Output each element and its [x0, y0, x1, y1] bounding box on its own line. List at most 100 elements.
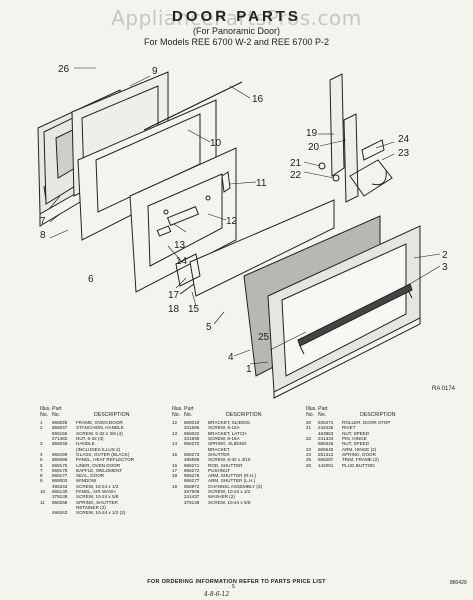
callout-2: 2 [442, 250, 448, 261]
part-description: GLASS, OUTER (BLACK) [76, 451, 130, 457]
hinge-assembly-part [318, 73, 393, 203]
part-number: 868199 [52, 451, 68, 457]
part-number: 486343 [52, 483, 68, 489]
header-illus: Illus. Part [40, 406, 62, 412]
part-description: WASHER (2) [208, 494, 235, 500]
part-number: 866130 [52, 489, 68, 495]
callout-26: 26 [58, 64, 70, 75]
callout-6: 6 [88, 274, 94, 285]
part-number: 866972 [184, 483, 200, 489]
part-description: LINER, OVEN DOOR [76, 462, 121, 468]
leader-lines [49, 67, 441, 365]
part-description: PIN, HINGE [342, 436, 367, 442]
part-description: BRACKET, LATCH [208, 430, 247, 436]
illus-number: 4 [40, 451, 43, 457]
exploded-door-diagram: 26 9 16 10 11 12 13 14 6 7 8 19 20 21 22… [37, 64, 456, 399]
part-number: 866287 [318, 457, 334, 463]
part-description: SCREW, 6-32 x 3/8 (4) [76, 430, 123, 436]
illus-number: 5 [40, 457, 43, 463]
part-number: 866640 [318, 446, 334, 452]
callout-1: 1 [246, 364, 252, 375]
header-no: No. [306, 411, 315, 418]
callout-25: 25 [258, 332, 270, 343]
part-description: NUT, SPEED [342, 441, 370, 447]
part-description: BRACKET [208, 446, 230, 452]
part-number: 242425 [318, 425, 334, 431]
part-number: 486343 [52, 510, 68, 516]
part-description: ROD, SHUTTER [208, 462, 243, 468]
part-number: 341695 [184, 425, 200, 431]
illus-number: 13 [172, 430, 178, 436]
part-number: 866271 [184, 462, 200, 468]
illus-number: 6 [40, 462, 43, 468]
illus-number: 3 [40, 441, 43, 447]
callout-24: 24 [398, 134, 410, 145]
header-description: DESCRIPTION [360, 411, 396, 418]
callout-10: 10 [210, 138, 222, 149]
part-description: SPRING, SLIDING [208, 441, 247, 447]
header-illus: Illus. Part [306, 406, 328, 412]
callout-23: 23 [398, 148, 410, 159]
illus-number: 14 [172, 441, 178, 447]
door-frame-part [267, 225, 421, 399]
illus-number: 16 [172, 462, 178, 468]
illus-number: 10 [40, 489, 46, 495]
header-no: No. [40, 411, 49, 418]
document-code: 880429 [450, 580, 467, 586]
part-description: SCREW, 10-24 x 1/2 (2) [76, 510, 126, 516]
header-part-no: No. [184, 411, 193, 418]
callout-9: 9 [152, 66, 158, 77]
part-number: 868089 [52, 457, 68, 463]
callout-3: 3 [442, 262, 448, 273]
illus-number: 19 [172, 483, 178, 489]
callout-19: 19 [306, 128, 318, 139]
header-description: DESCRIPTION [226, 411, 262, 418]
part-description: PANEL, HEAT REFLECTOR [76, 457, 135, 463]
header: DOOR PARTS (For Panoramic Door) For Mode… [0, 8, 473, 47]
part-description: STANCHION, HANDLE [76, 425, 124, 431]
illus-number: 8 [40, 473, 43, 479]
watermark: AppliancePartsPros.com [111, 6, 362, 30]
header-illus: Illus. Part [172, 406, 194, 412]
table-row: (INCLUDES ILLUS 2) [40, 447, 170, 452]
part-number: 241334 [318, 436, 334, 442]
part-description: SEAL, DOOR [76, 473, 105, 479]
callout-5: 5 [206, 322, 212, 333]
callout-7: 7 [40, 216, 46, 227]
part-number: 868268 [52, 499, 68, 505]
illus-number: 9 [40, 478, 43, 484]
part-description: (INCLUDES ILLUS 2) [76, 446, 121, 452]
part-number: 463863 [318, 430, 334, 436]
model-line: For Models REE 6700 W-2 and REE 6700 P-2 [144, 37, 329, 47]
part-description: SCREW, 8-15A [208, 436, 240, 442]
illus-number: 23 [306, 446, 312, 452]
callout-20: 20 [308, 142, 320, 153]
part-number: 866155 [52, 430, 68, 436]
part-description: SCREW, 8-32 x 3/16 [208, 457, 251, 463]
part-description: SPRING, SHUTTER [76, 499, 118, 505]
part-number: 866048 [52, 441, 68, 447]
part-description: SCREW, 8-15A [208, 425, 240, 431]
part-number: 486559 [184, 457, 200, 463]
illus-number: 21 [306, 425, 312, 431]
part-description: SPRING, DOOR [342, 451, 376, 457]
